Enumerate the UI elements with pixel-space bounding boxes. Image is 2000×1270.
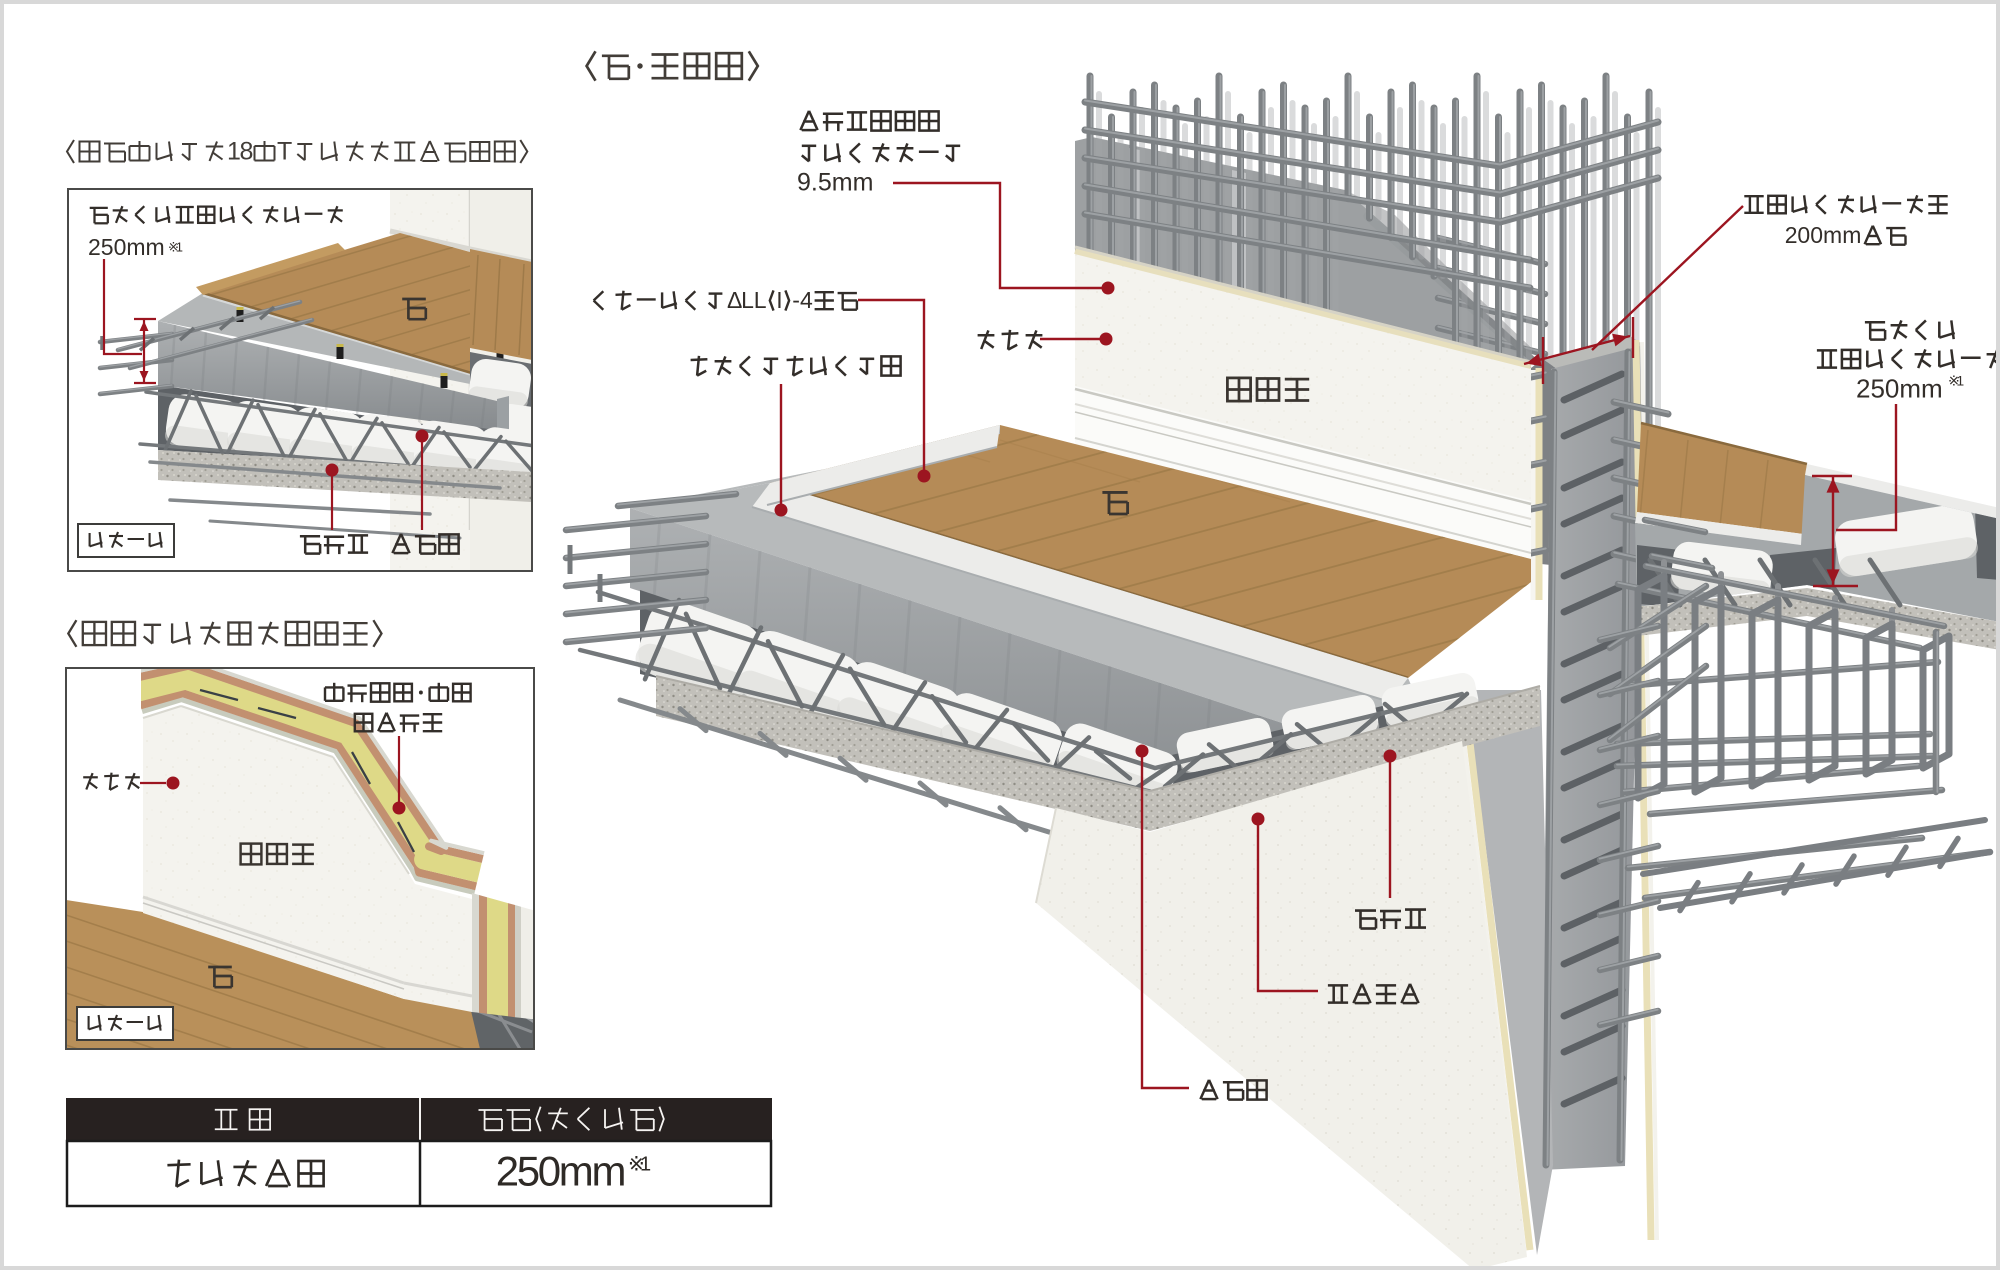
svg-text:0: 0 bbox=[1797, 222, 1810, 248]
svg-text:Δ: Δ bbox=[727, 287, 742, 313]
svg-text:0: 0 bbox=[1885, 373, 1899, 403]
svg-text:I: I bbox=[776, 287, 782, 313]
svg-text:1: 1 bbox=[640, 1153, 651, 1175]
svg-text:L: L bbox=[741, 287, 754, 313]
svg-text:m: m bbox=[1899, 373, 1921, 403]
svg-text:m: m bbox=[853, 169, 874, 197]
svg-text:L: L bbox=[754, 287, 767, 313]
svg-text:.: . bbox=[811, 169, 818, 197]
svg-text:T: T bbox=[277, 138, 292, 166]
svg-text:m: m bbox=[832, 169, 853, 197]
svg-text:9: 9 bbox=[797, 169, 811, 197]
svg-text:8: 8 bbox=[240, 138, 254, 166]
svg-text:※: ※ bbox=[628, 1153, 645, 1175]
svg-text:m: m bbox=[146, 234, 165, 260]
svg-text:m: m bbox=[559, 1147, 594, 1194]
svg-text:m: m bbox=[1823, 222, 1842, 248]
svg-text:5: 5 bbox=[101, 234, 114, 260]
svg-text:m: m bbox=[1842, 222, 1861, 248]
svg-text:0: 0 bbox=[114, 234, 127, 260]
svg-text:1: 1 bbox=[227, 138, 241, 166]
svg-text:0: 0 bbox=[538, 1147, 561, 1194]
svg-text:※: ※ bbox=[168, 240, 179, 255]
svg-text:1: 1 bbox=[176, 240, 183, 255]
svg-text:4: 4 bbox=[800, 287, 813, 313]
svg-text:※: ※ bbox=[1948, 373, 1960, 389]
svg-text:-: - bbox=[792, 287, 800, 313]
svg-text:m: m bbox=[1921, 373, 1943, 403]
svg-text:1: 1 bbox=[1956, 373, 1964, 389]
svg-text:2: 2 bbox=[1856, 373, 1870, 403]
svg-text:2: 2 bbox=[496, 1147, 519, 1194]
svg-text:2: 2 bbox=[1785, 222, 1798, 248]
svg-text:m: m bbox=[592, 1147, 627, 1194]
svg-text:m: m bbox=[126, 234, 145, 260]
svg-text:5: 5 bbox=[1871, 373, 1885, 403]
svg-text:2: 2 bbox=[88, 234, 101, 260]
svg-text:5: 5 bbox=[818, 169, 832, 197]
svg-text:0: 0 bbox=[1810, 222, 1823, 248]
svg-text:5: 5 bbox=[517, 1147, 540, 1194]
